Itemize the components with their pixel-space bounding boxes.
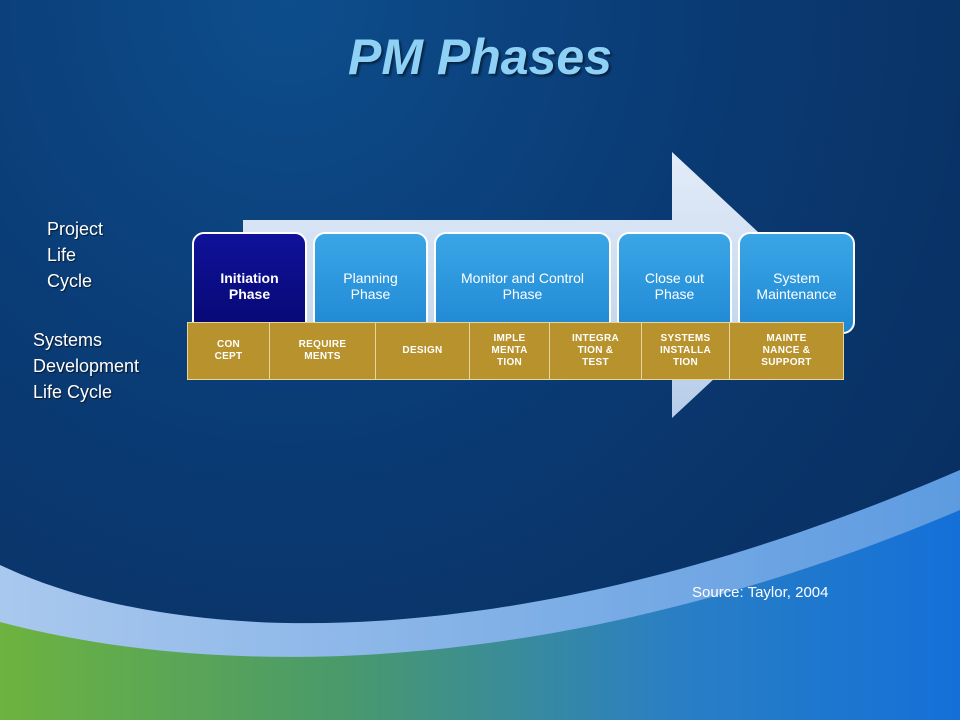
sdlc-label-line: Development [33,356,140,376]
sdlc-label: Systems Development Life Cycle [33,327,139,405]
sdlc-stage-design: DESIGN [376,323,470,379]
sdlc-stage-requirements: REQUIRE MENTS [270,323,376,379]
sdlc-stage-label: REQUIRE MENTS [298,339,347,362]
sdlc-stage-label: SYSTEMS INSTALLA TION [659,333,712,368]
phase-label: Close out Phase [644,270,705,302]
project-life-cycle-label: Project Life Cycle [47,216,103,294]
sdlc-stage-implementation: IMPLE MENTA TION [470,323,550,379]
sdlc-stage-integration-test: INTEGRA TION & TEST [550,323,642,379]
project-life-cycle-line: Project [47,219,104,239]
sdlc-stage-label: CON CEPT [214,339,243,362]
phase-planning: Planning Phase [313,232,428,334]
phase-monitor-control: Monitor and Control Phase [434,232,611,334]
sdlc-stage-label: MAINTE NANCE & SUPPORT [761,333,812,368]
phase-label: Initiation Phase [220,270,279,302]
slide-title: PM Phases [347,29,612,85]
phase-close-out: Close out Phase [617,232,732,334]
project-life-cycle-line: Cycle [47,271,93,291]
sdlc-stage-systems-installation: SYSTEMS INSTALLA TION [642,323,730,379]
sdlc-stage-concept: CON CEPT [188,323,270,379]
sdlc-stage-label: IMPLE MENTA TION [491,333,528,368]
project-life-cycle-line: Life [47,245,77,265]
source-citation: Source: Taylor, 2004 [692,584,829,601]
phase-system-maintenance: System Maintenance [738,232,855,334]
sdlc-stage-maintenance-support: MAINTE NANCE & SUPPORT [730,323,843,379]
sdlc-stage-label: INTEGRA TION & TEST [571,333,620,368]
phase-label: Planning Phase [343,270,398,302]
sdlc-label-line: Life Cycle [33,382,113,402]
sdlc-stage-label: DESIGN [402,345,443,356]
sdlc-label-line: Systems [33,330,103,350]
sdlc-stage-table: CON CEPT REQUIRE MENTS DESIGN IMPLE MENT… [187,322,844,380]
phase-initiation: Initiation Phase [192,232,307,334]
phase-label: System Maintenance [756,270,837,302]
phase-label: Monitor and Control Phase [461,270,584,302]
